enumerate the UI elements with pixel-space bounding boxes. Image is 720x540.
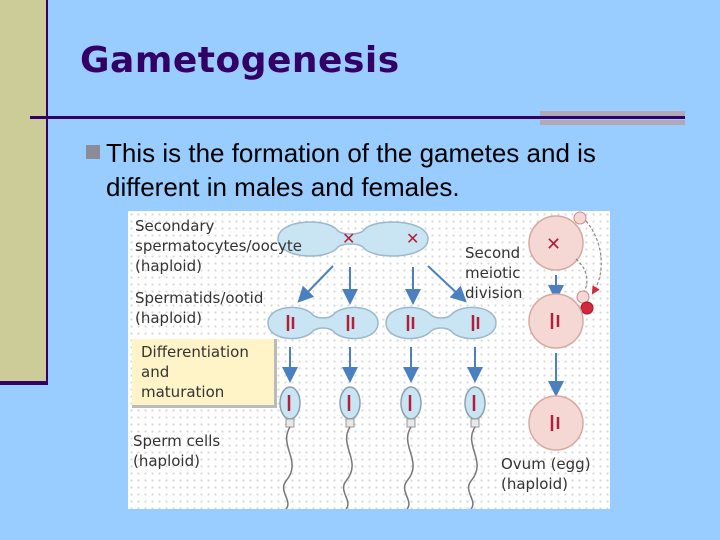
bullet-text: This is the formation of the gametes and… [106,138,596,202]
title-divider-accent [540,111,685,116]
label-sperm-cells: Sperm cells (haploid) [133,432,221,470]
label-second-meiotic-division: Second meiotic division [465,244,523,302]
left-accent-bar [0,0,46,385]
left-accent-rule [0,381,48,385]
secondary-oocyte-cell: ✕ [528,215,584,271]
bullet-marker-icon [86,145,100,159]
bullet-item: This is the formation of the gametes and… [86,136,696,204]
label-differentiation: Differentiation and maturation [141,343,249,401]
title-divider-accent [540,120,685,125]
label-ovum: Ovum (egg) (haploid) [501,455,591,493]
svg-text:✕: ✕ [546,234,561,255]
sperm-cell [464,386,486,509]
slide-title: Gametogenesis [80,40,400,81]
left-accent-edge [46,0,48,385]
ootid-cell [528,293,584,349]
label-secondary-spermatocytes: Secondary spermatocytes/oocyte (haploid) [135,217,303,275]
svg-text:✕: ✕ [342,229,355,248]
differentiation-highlight [132,339,277,408]
diagram-drawing: ✕ ✕ [267,211,602,509]
gametogenesis-diagram: ✕ ✕ [128,211,610,509]
sperm-cell [400,386,422,509]
polar-body [573,211,602,315]
title-divider [30,116,685,119]
spermatid-pair-cell [267,306,497,340]
ovum-cell [528,395,584,451]
sperm-cell [339,386,361,509]
sperm-cell [279,386,301,509]
label-spermatids: Spermatids/ootid (haploid) [135,289,264,327]
secondary-spermatocyte-cell: ✕ ✕ [277,221,429,257]
svg-text:✕: ✕ [406,229,419,248]
